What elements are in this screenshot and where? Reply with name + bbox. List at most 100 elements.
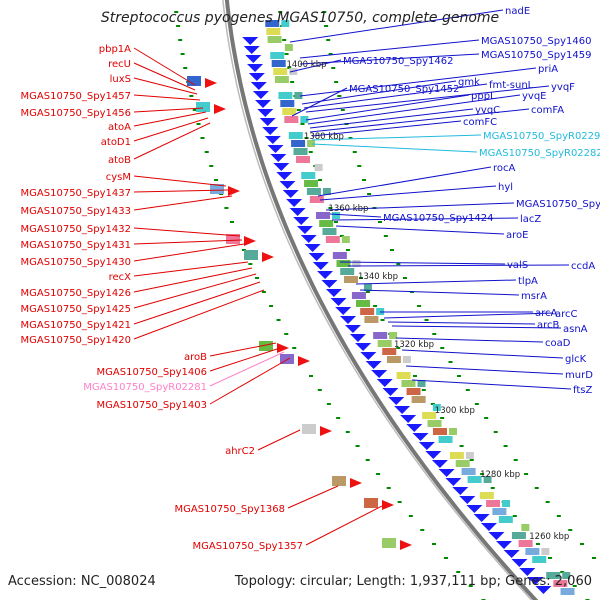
gene-arrow-forward xyxy=(418,442,435,450)
feature-block xyxy=(546,572,561,579)
leader-line xyxy=(311,134,482,141)
gene-arrow-forward xyxy=(382,388,399,396)
gene-label-right: gmk xyxy=(458,77,480,88)
gene-label-right: glcK xyxy=(565,354,587,365)
tick-ring-dot xyxy=(183,67,188,69)
gene-arrow-forward xyxy=(335,307,352,315)
gene-label-left: MGAS10750_Spy1368 xyxy=(175,504,285,515)
tick-ring-dot xyxy=(534,487,539,489)
gene-label-left: atoB xyxy=(108,155,131,166)
tick-ring-dot xyxy=(200,137,205,139)
feature-block xyxy=(351,292,366,299)
gene-label-left: MGAS10750_Spy1425 xyxy=(21,304,131,315)
gene-label-right: msrA xyxy=(521,291,547,302)
gene-arrow-forward xyxy=(376,379,393,387)
tick-ring-dot xyxy=(292,347,297,349)
leader-line xyxy=(133,47,196,86)
tick-ring-dot xyxy=(178,39,183,41)
gene-arrow-forward xyxy=(242,37,259,45)
feature-block xyxy=(300,116,309,123)
tick-ring-dot xyxy=(328,207,333,209)
tick-ring-dot xyxy=(269,305,274,307)
gene-label-right: fmt-sunL xyxy=(489,80,534,91)
gene-arrow-reverse xyxy=(277,343,289,353)
tick-ring-dot xyxy=(331,67,336,69)
tick-ring-dot xyxy=(176,25,181,27)
gene-arrow-reverse xyxy=(205,78,217,88)
leader-line xyxy=(311,120,462,137)
leader-line xyxy=(331,217,519,221)
feature-block xyxy=(341,236,350,243)
gene-arrow-forward xyxy=(330,298,347,306)
feature-block xyxy=(281,20,290,27)
tick-ring-dot xyxy=(456,571,461,573)
leader-line xyxy=(329,213,382,218)
tick-ring-dot xyxy=(322,11,327,13)
leader-line xyxy=(287,485,339,509)
tick-ring-dot xyxy=(326,39,331,41)
gene-arrow-forward xyxy=(264,136,281,144)
genome-backbone xyxy=(224,0,539,600)
leader-line xyxy=(133,189,229,193)
gene-label-left: MGAS10750_Spy1456 xyxy=(21,108,131,119)
tick-ring-dot xyxy=(192,109,197,111)
tick-ring-dot xyxy=(241,249,246,251)
feature-block xyxy=(438,436,453,443)
leader-line xyxy=(309,108,530,133)
gene-arrow-forward xyxy=(480,523,497,531)
gene-arrow-forward xyxy=(243,46,260,54)
tick-ring-dot xyxy=(443,557,448,559)
gene-arrow-forward xyxy=(321,280,338,288)
gene-arrow-forward xyxy=(503,550,520,558)
tick-ring-dot xyxy=(214,179,219,181)
feature-block xyxy=(486,500,501,507)
leader-line xyxy=(319,185,497,201)
tick-ring-dot xyxy=(308,151,313,153)
leader-line xyxy=(133,195,233,211)
feature-block xyxy=(373,332,388,339)
gene-label-right: MGAS10750_Spy1459 xyxy=(481,50,591,61)
tick-ring-dot xyxy=(572,585,577,587)
gene-label-right: MGAS10750_Spy1452 xyxy=(349,84,459,95)
gene-label-left: MGAS10750_Spy1403 xyxy=(97,400,207,411)
tick-ring-dot xyxy=(490,487,495,489)
leader-line xyxy=(311,143,478,153)
feature-block xyxy=(427,420,442,427)
gene-label-left: MGAS10750_Spy1426 xyxy=(21,288,131,299)
feature-block xyxy=(280,354,294,364)
gene-label-right: yvqE xyxy=(522,91,547,102)
feature-block xyxy=(377,340,392,347)
tick-ring-dot xyxy=(413,375,418,377)
gene-label-left: MGAS10750_Spy1433 xyxy=(21,206,131,217)
leader-line xyxy=(401,349,564,359)
feature-block xyxy=(382,348,397,355)
tick-ring-dot xyxy=(469,459,474,461)
gene-label-left: MGAS10750_Spy1457 xyxy=(21,91,131,102)
tick-ring-dot xyxy=(396,347,401,349)
feature-block xyxy=(553,580,568,587)
gene-arrow-reverse xyxy=(244,236,256,246)
tick-ring-dot xyxy=(465,389,470,391)
leader-line xyxy=(291,87,348,117)
leader-line xyxy=(299,39,480,59)
tick-ring-dot xyxy=(545,501,550,503)
feature-block xyxy=(483,476,492,483)
feature-block xyxy=(304,180,319,187)
gene-label-left: cysM xyxy=(106,172,131,183)
tick-ring-dot xyxy=(503,445,508,447)
tick-ring-dot xyxy=(373,305,378,307)
scale-tick-label: 1400 kbp xyxy=(286,60,326,70)
scale-tick-label: 1300 kbp xyxy=(435,406,475,416)
feature-block xyxy=(360,308,375,315)
gene-label-left: luxS xyxy=(110,74,131,85)
feature-block xyxy=(325,236,340,243)
leader-line xyxy=(325,202,515,211)
feature-block xyxy=(382,538,396,548)
tick-ring-dot xyxy=(431,543,436,545)
gene-arrow-forward xyxy=(286,199,303,207)
leader-line xyxy=(133,62,196,91)
feature-block xyxy=(244,250,258,260)
gene-arrow-forward xyxy=(344,325,361,333)
tick-ring-dot xyxy=(389,249,394,251)
feature-block xyxy=(401,380,416,387)
